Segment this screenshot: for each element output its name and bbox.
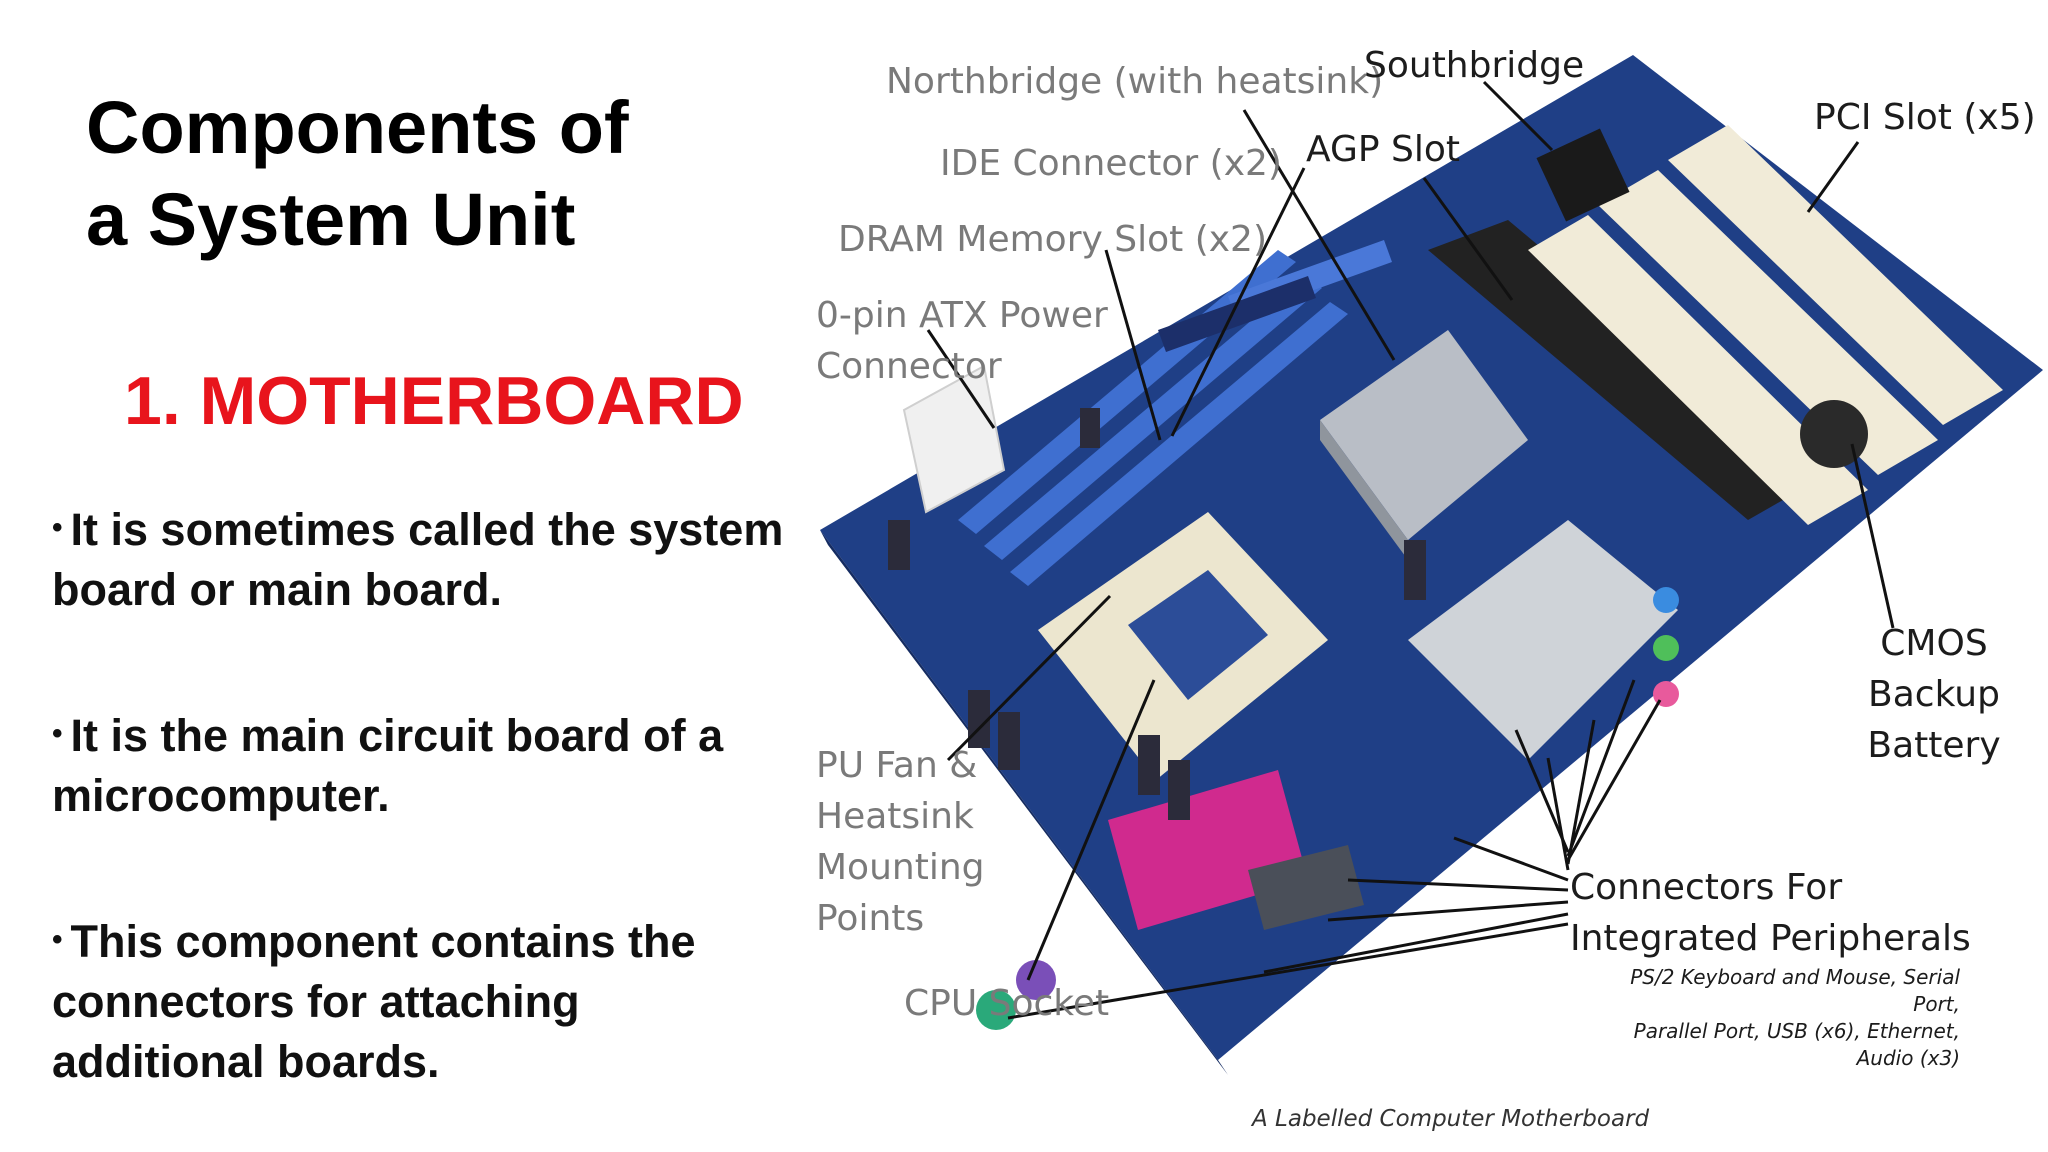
label-cpu-socket: CPU Socket [904,983,1110,1024]
label-atx-power: 0-pin ATX Power Connector [816,295,1108,387]
label-cmos-battery: CMOS Backup Battery [1867,623,2001,766]
section-heading: 1. MOTHERBOARD [124,363,744,439]
bullet-item: •This component contains the connectors … [52,910,792,1092]
label-ide-connector: IDE Connector (x2) [940,143,1282,184]
bullet-symbol: • [52,717,63,750]
label-agp-slot: AGP Slot [1306,129,1461,170]
audio-jack [1653,587,1679,613]
bullet-text: It is sometimes called the system board … [52,504,784,615]
pci-slots [1528,125,2003,525]
leader-lines [926,80,1895,1020]
label-connectors-detail: PS/2 Keyboard and Mouse, Serial Port, Pa… [1630,965,1960,1070]
atx-power-connector [902,364,1006,514]
label-integrated-connectors: Connectors For Integrated Peripherals [1570,867,1971,959]
label-southbridge: Southbridge [1364,45,1585,86]
label-pci-slot: PCI Slot (x5) [1814,97,2036,138]
audio-jack [1653,635,1679,661]
ps2-port [1016,960,1056,1000]
bullet-symbol: • [52,511,63,544]
capacitors [888,408,1426,820]
agp-slot [1428,220,1818,520]
bullet-item: •It is the main circuit board of a micro… [52,704,792,826]
northbridge-heatsink [1320,330,1528,560]
io-panel [976,520,1679,1030]
bullet-text: This component contains the connectors f… [52,916,696,1087]
cpu-socket [1038,512,1328,780]
motherboard-pcb-edge [820,530,1228,1075]
bullet-item: •It is sometimes called the system board… [52,498,792,620]
ide-connector [1158,276,1316,352]
ps2-port [976,990,1016,1030]
serial-port [1248,845,1364,930]
motherboard-illustration [820,55,2043,1075]
motherboard-figure: Northbridge (with heatsink) Southbridge … [808,0,2048,1152]
bullet-text: It is the main circuit board of a microc… [52,710,724,821]
label-cpu-fan-mounting: PU Fan & Heatsink Mounting Points [816,745,985,939]
slide-title: Components of a System Unit [86,86,629,261]
bullet-symbol: • [52,923,63,956]
southbridge-chip [1536,128,1630,222]
figure-caption: A Labelled Computer Motherboard [1252,1106,1650,1132]
cmos-battery [1800,400,1868,468]
label-northbridge: Northbridge (with heatsink) [886,61,1384,102]
label-dram-slot: DRAM Memory Slot (x2) [838,219,1267,260]
